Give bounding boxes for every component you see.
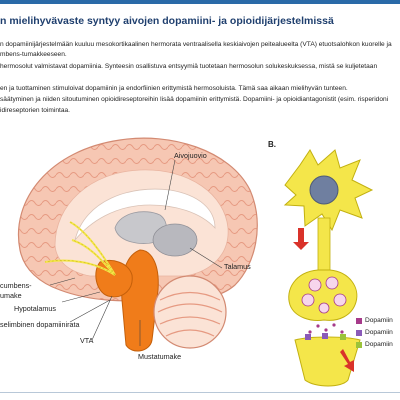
signal-arrow-out-icon: [340, 349, 354, 372]
legend-item: Dopamiin: [365, 329, 393, 336]
label-tumake: umake: [0, 291, 22, 300]
legend-swatch: [356, 318, 362, 324]
header-bar: [0, 0, 400, 4]
legend-item: Dopamiin: [365, 317, 393, 324]
label-talamus: Talamus: [224, 262, 251, 271]
paragraph-line: n dopamiinijärjestelmään kuuluu mesokort…: [0, 41, 392, 48]
receptors: [305, 333, 346, 340]
released-dopamine: [308, 323, 344, 334]
label-aivojuovio: Aivojuovio: [174, 151, 207, 160]
panel-b-label: B.: [268, 140, 276, 149]
neuron-illustration: [283, 149, 374, 387]
legend-item: Dopamiin: [365, 341, 393, 348]
axon-terminal: [288, 269, 358, 321]
corpus-callosum: [74, 188, 216, 241]
label-leaders: [49, 159, 223, 346]
axon: [317, 217, 331, 274]
legend-swatch: [356, 342, 362, 348]
dopamine-pathway-outline: [44, 221, 116, 276]
cerebellum: [153, 275, 227, 349]
cell-nucleus: [309, 175, 339, 205]
label-vta: VTA: [80, 336, 94, 345]
synaptic-vesicles: [301, 276, 347, 314]
paragraph-line: idireseptorien toimintaa.: [0, 107, 71, 114]
label-accumbens: cumbens-: [0, 281, 32, 290]
label-dopamiinirata: selimbinen dopamiinirata: [0, 320, 80, 329]
legend: [356, 318, 362, 348]
paragraph-line: en ja tuottaminen stimuloivat dopamiinin…: [0, 85, 348, 92]
brain-illustration: [18, 137, 258, 352]
page-title: n mielihyvävaste syntyy aivojen dopamiin…: [0, 15, 334, 27]
bottom-divider: [0, 392, 400, 393]
postsynaptic-dendrite: [294, 336, 361, 387]
label-mustatumake: Mustatumake: [138, 352, 182, 361]
paragraph-line: mbens-tumakkeeseen.: [0, 51, 67, 58]
paragraph-line: hermosolut valmistavat dopamiinia. Synte…: [0, 63, 378, 70]
midbrain-vta: [95, 260, 133, 298]
paragraph-line: säätyminen ja niiden sitoutuminen opioid…: [0, 96, 389, 103]
legend-swatch: [356, 330, 362, 336]
label-hypotalamus: Hypotalamus: [14, 304, 56, 313]
thalamus: [152, 223, 198, 257]
signal-arrow-down-icon: [293, 228, 309, 250]
